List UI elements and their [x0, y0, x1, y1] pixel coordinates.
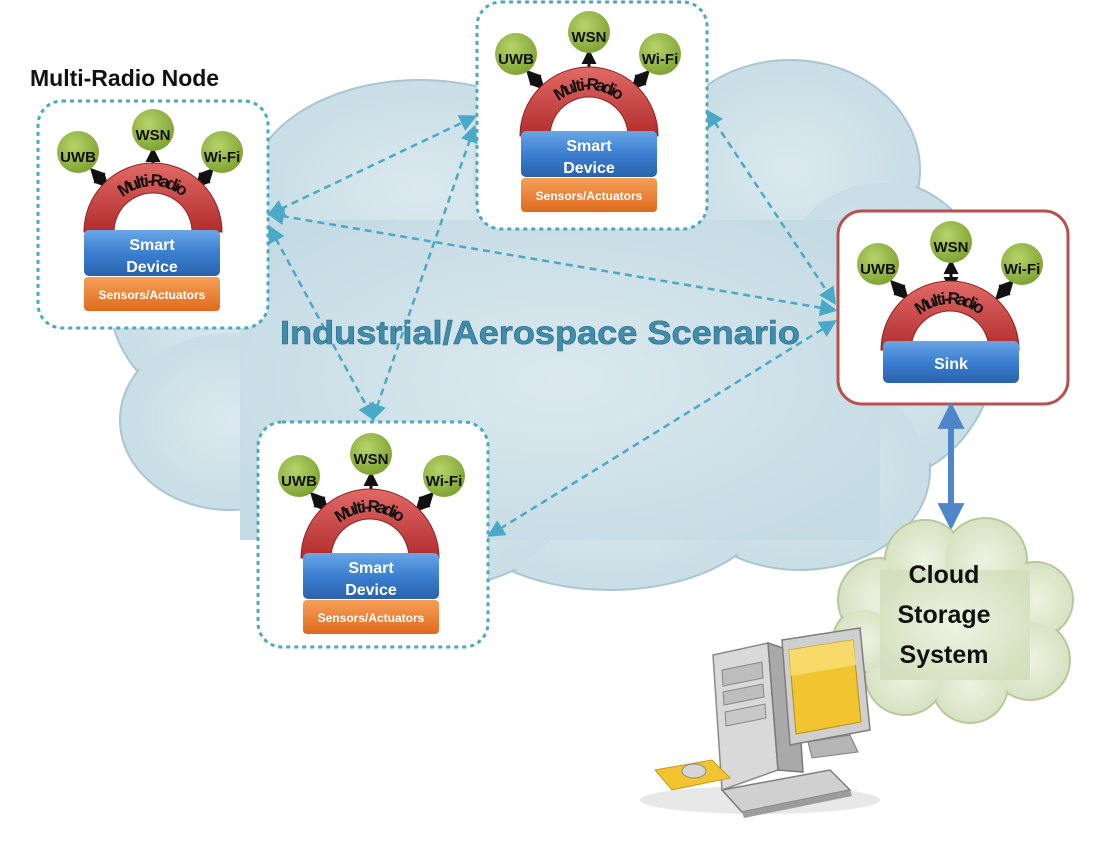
- wifi-label: Wi-Fi: [1004, 261, 1041, 278]
- sink-block: [883, 341, 1019, 383]
- wsn-radio-icon: [350, 433, 392, 475]
- radio-arrow-icon: [525, 69, 546, 91]
- sensors-block: [84, 277, 220, 311]
- uwb-label: UWB: [281, 473, 317, 490]
- smart-device-label-line1: Smart: [566, 138, 612, 155]
- wifi-label: Wi-Fi: [204, 149, 241, 166]
- link-top-sink: [706, 109, 836, 305]
- node-sink: UWB WSN Wi-Fi Multi-Radio Sink: [857, 221, 1043, 383]
- smart-device-label-line1: Smart: [348, 560, 394, 577]
- multi-radio-arc: [519, 66, 659, 137]
- cloud-storage-line2: Storage: [897, 601, 990, 629]
- uwb-radio-icon: [57, 131, 99, 173]
- node-left: UWB WSN Wi-Fi Multi-Radio Smart Device S…: [57, 109, 243, 311]
- cloud-storage-line1: Cloud: [909, 561, 980, 589]
- wsn-radio-icon: [568, 11, 610, 53]
- smart-device-label-line2: Device: [345, 582, 397, 599]
- radio-arrow-icon: [994, 279, 1015, 301]
- node-bottom: UWB WSN Wi-Fi Multi-Radio Smart Device S…: [278, 433, 465, 634]
- sensors-block: [521, 178, 657, 212]
- smart-device-block: [521, 131, 657, 177]
- link-bottom-sink: [487, 320, 837, 537]
- wifi-label: Wi-Fi: [642, 51, 679, 68]
- radio-arrow-icon: [889, 279, 910, 301]
- wifi-radio-icon: [201, 131, 243, 173]
- sensors-label: Sensors/Actuators: [536, 189, 643, 203]
- wsn-radio-icon: [930, 221, 972, 263]
- uwb-radio-icon: [278, 455, 320, 497]
- scenario-label: Industrial/Aerospace Scenario: [280, 314, 800, 351]
- smart-device-block: [84, 230, 220, 276]
- link-left-bottom: [268, 224, 375, 422]
- cloud-storage-line3: System: [900, 641, 989, 669]
- wifi-radio-icon: [1001, 243, 1043, 285]
- node-top: UWB WSN Wi-Fi Multi-Radio Smart Device S…: [495, 11, 681, 212]
- uwb-label: UWB: [860, 261, 896, 278]
- sink-label: Sink: [934, 356, 968, 373]
- wifi-label: Wi-Fi: [426, 473, 463, 490]
- uwb-label: UWB: [498, 51, 534, 68]
- link-top-bottom: [369, 124, 478, 422]
- wsn-label: WSN: [136, 127, 171, 144]
- diagram-title: Multi-Radio Node: [30, 65, 219, 91]
- wsn-label: WSN: [572, 29, 607, 46]
- uwb-label: UWB: [60, 149, 96, 166]
- cloud-storage: Cloud Storage System: [832, 517, 1074, 724]
- smart-device-label-line2: Device: [563, 160, 615, 177]
- uwb-radio-icon: [857, 243, 899, 285]
- sensors-label: Sensors/Actuators: [99, 288, 206, 302]
- computer-icon: [640, 627, 880, 818]
- wifi-radio-icon: [423, 455, 465, 497]
- wsn-label: WSN: [934, 239, 969, 256]
- multi-radio-arc: [880, 280, 1020, 351]
- radio-arrow-icon: [414, 491, 435, 513]
- wifi-radio-icon: [639, 33, 681, 75]
- smart-device-label-line2: Device: [126, 259, 178, 276]
- smart-device-block: [303, 553, 439, 599]
- multi-radio-arc: [300, 488, 440, 559]
- sensors-label: Sensors/Actuators: [318, 611, 425, 625]
- sensors-block: [303, 600, 439, 634]
- uwb-radio-icon: [495, 33, 537, 75]
- multi-radio-arc: [83, 162, 223, 233]
- wsn-radio-icon: [132, 109, 174, 151]
- wsn-label: WSN: [354, 451, 389, 468]
- smart-device-label-line1: Smart: [129, 237, 175, 254]
